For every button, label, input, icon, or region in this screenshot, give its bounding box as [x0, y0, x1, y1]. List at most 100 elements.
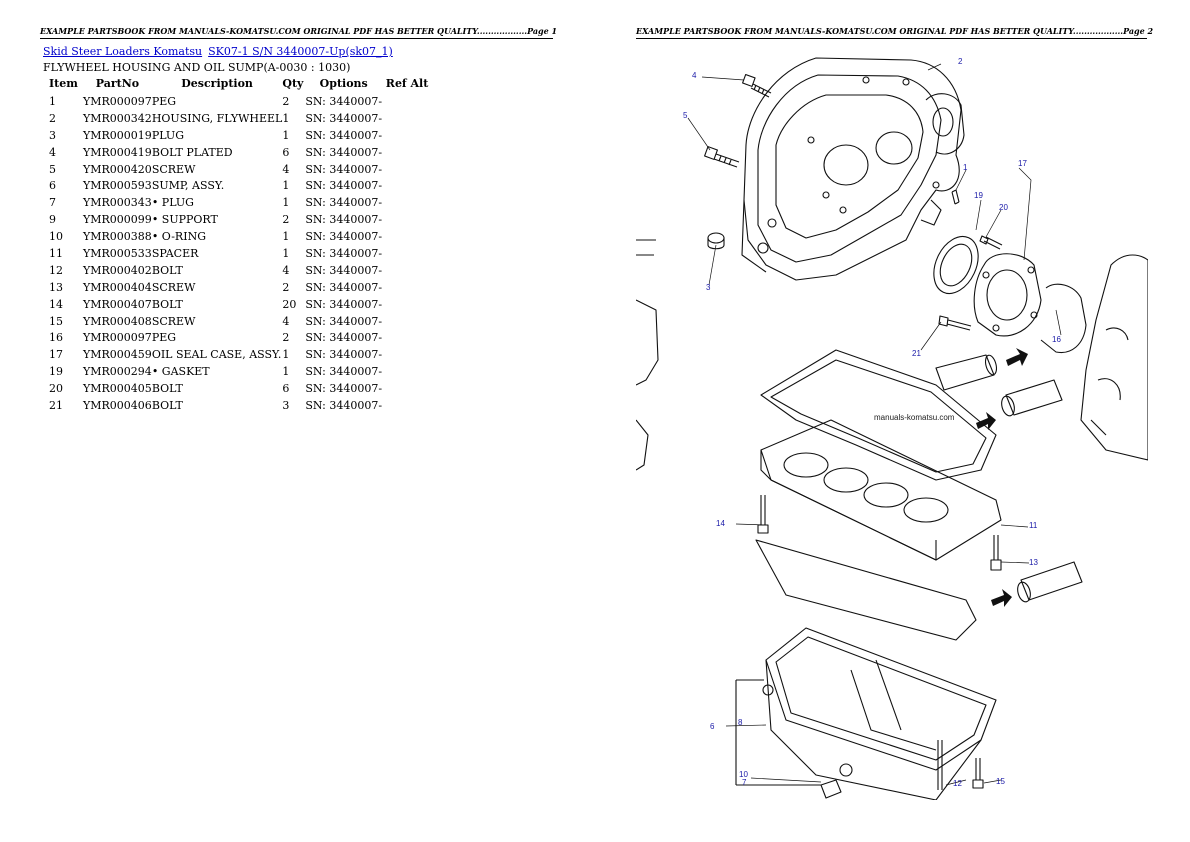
engine-block-fragment-right: [1080, 254, 1148, 461]
partno-cell: YMR000533: [83, 246, 152, 260]
partno-cell: YMR000402: [83, 263, 152, 277]
item-cell: 19: [49, 365, 63, 379]
partno-cell: YMR000406: [83, 398, 152, 412]
callout-label: 6: [710, 722, 715, 731]
callout-label: 5: [683, 111, 688, 120]
options-cell: SN: 3440007-: [305, 365, 383, 379]
callout-label: 7: [742, 778, 747, 787]
ref-alt-cell: [382, 228, 432, 245]
options-cell: SN: 3440007-: [305, 246, 383, 260]
qty-cell: 6: [282, 145, 290, 159]
options-cell: SN: 3440007-: [305, 94, 383, 108]
qty-cell: 1: [282, 196, 290, 210]
ref-alt-cell: [382, 397, 432, 414]
description-cell: SUMP, ASSY.: [151, 179, 225, 193]
table-header-row: Item PartNo Description Qty Options Ref …: [43, 76, 432, 93]
description-cell: HOUSING, FLYWHEEL: [151, 111, 283, 125]
description-cell: SCREW: [151, 314, 196, 328]
ref-alt-cell: [382, 346, 432, 363]
callout-label: 20: [999, 203, 1008, 212]
callout-label: 3: [706, 283, 711, 292]
partno-cell: YMR000408: [83, 314, 152, 328]
options-cell: SN: 3440007-: [305, 314, 383, 328]
options-cell: SN: 3440007-: [305, 111, 383, 125]
partno-cell: YMR000099: [83, 213, 152, 227]
options-cell: SN: 3440007-: [305, 382, 383, 396]
arrow-shape-2: [976, 412, 996, 430]
options-cell: SN: 3440007-: [305, 280, 383, 294]
item-cell: 6: [49, 179, 56, 193]
partno-cell: YMR000593: [83, 179, 152, 193]
column-header-description: Description: [181, 77, 253, 90]
qty-cell: 2: [282, 331, 290, 345]
partno-cell: YMR000420: [83, 162, 152, 176]
callout-label: 19: [974, 191, 983, 200]
description-cell: • O-RING: [151, 230, 206, 244]
description-cell: SCREW: [151, 162, 196, 176]
options-cell: SN: 3440007-: [305, 348, 383, 362]
partno-cell: YMR000405: [83, 382, 152, 396]
callout-label: 15: [996, 777, 1005, 786]
options-cell: SN: 3440007-: [305, 128, 383, 142]
callout-label: 14: [716, 519, 725, 528]
column-header-options: Options: [319, 77, 368, 90]
qty-cell: 4: [282, 314, 290, 328]
callout-label: 21: [912, 349, 921, 358]
item-cell: 20: [49, 382, 63, 396]
item-cell: 10: [49, 230, 63, 244]
sealant-tube-2: [1001, 379, 1063, 417]
sealant-tube-3: [1017, 561, 1083, 603]
description-cell: SPACER: [151, 246, 199, 260]
qty-cell: 1: [282, 179, 290, 193]
description-cell: PLUG: [151, 128, 184, 142]
flywheel-housing-part: [741, 57, 965, 281]
partno-cell: YMR000019: [83, 128, 152, 142]
callout-label: 8: [738, 718, 743, 727]
description-cell: • GASKET: [151, 365, 210, 379]
qty-cell: 2: [282, 213, 290, 227]
options-cell: SN: 3440007-: [305, 179, 383, 193]
partno-cell: YMR000342: [83, 111, 152, 125]
breadcrumb-link-model[interactable]: SK07-1 S/N 3440007-Up(sk07_1): [208, 45, 393, 58]
ref-alt-cell: [382, 380, 432, 397]
engine-block-fragment-left: [636, 239, 659, 471]
plug-part-3: [707, 232, 725, 250]
description-cell: PEG: [151, 331, 177, 345]
description-cell: BOLT: [151, 382, 183, 396]
ref-alt-cell: [382, 296, 432, 313]
callout-label: 11: [1029, 521, 1038, 530]
arrow-shape-1: [1006, 348, 1028, 366]
item-cell: 14: [49, 297, 63, 311]
ref-alt-cell: [382, 313, 432, 330]
column-header-item: Item: [49, 77, 78, 90]
ref-alt-cell: [382, 161, 432, 178]
screw-part-13: [990, 535, 1002, 571]
gasket-part-16: [1040, 283, 1087, 354]
qty-cell: 4: [282, 162, 290, 176]
item-cell: 16: [49, 331, 63, 345]
qty-cell: 1: [282, 246, 290, 260]
breadcrumb-link-category[interactable]: Skid Steer Loaders Komatsu: [43, 45, 203, 58]
ref-alt-cell: [382, 144, 432, 161]
ref-alt-cell: [382, 363, 432, 380]
qty-cell: 2: [282, 280, 290, 294]
callout-label: 10: [739, 770, 748, 779]
item-cell: 2: [49, 111, 56, 125]
options-cell: SN: 3440007-: [305, 263, 383, 277]
description-cell: • SUPPORT: [151, 213, 218, 227]
qty-cell: 2: [282, 94, 290, 108]
callout-label: 12: [953, 779, 962, 788]
item-cell: 7: [49, 196, 56, 210]
column-header-ref-alt: Ref Alt: [385, 77, 429, 90]
callout-label: 4: [692, 71, 697, 80]
